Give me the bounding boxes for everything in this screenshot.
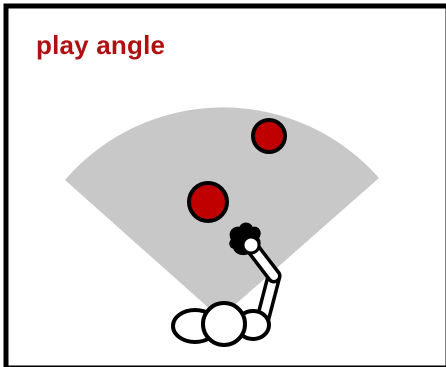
diagram-title: play angle [36,30,165,60]
ball-icon [253,120,285,152]
ball-icon [189,183,227,221]
glove-icon [230,224,259,255]
